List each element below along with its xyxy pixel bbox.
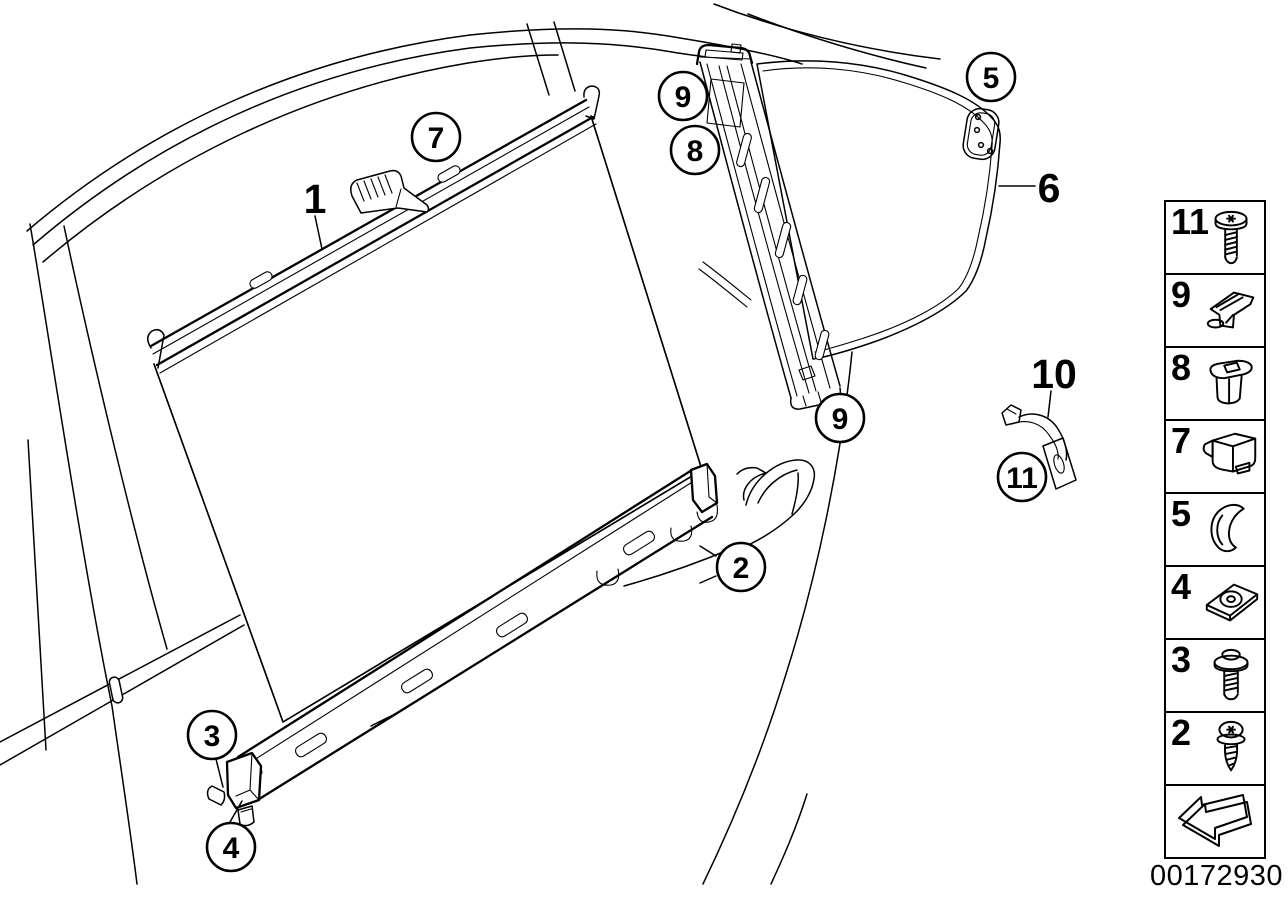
blind-pull-tab — [350, 169, 430, 214]
callout-9-lower[interactable]: 9 — [814, 392, 866, 444]
label-10[interactable]: 10 — [1031, 351, 1077, 397]
callout-11-label: 11 — [1006, 462, 1038, 495]
leader-2 — [699, 545, 717, 584]
callout-4[interactable]: 4 — [205, 821, 257, 873]
callout-2[interactable]: 2 — [715, 541, 767, 593]
legend-item-4-number: 4 — [1171, 566, 1192, 607]
callout-7[interactable]: 7 — [410, 111, 462, 163]
window-glass — [698, 60, 1001, 360]
legend-item-2[interactable]: 2 — [1164, 711, 1266, 786]
rail-end-cap-left — [206, 751, 263, 827]
legend-item-8-number: 8 — [1171, 347, 1192, 388]
washer-screw-icon — [1213, 648, 1249, 701]
callout-4-label: 4 — [223, 832, 240, 865]
callout-9-upper-label: 9 — [675, 81, 692, 114]
pan-head-screw-icon — [1214, 210, 1248, 265]
callout-8[interactable]: 8 — [669, 124, 721, 176]
legend-item-11-number: 11 — [1171, 201, 1210, 242]
blind-guide-rail-bottom — [206, 462, 719, 827]
callout-2-label: 2 — [733, 552, 750, 585]
drawing-number: 00172930 — [1150, 860, 1284, 892]
legend-item-3-number: 3 — [1171, 639, 1192, 680]
retaining-clip-icon — [1206, 291, 1255, 329]
window-guide-rail — [695, 43, 842, 410]
callout-9-lower-label: 9 — [832, 403, 849, 436]
legend-item-2-number: 2 — [1171, 712, 1192, 753]
holder-clip-icon — [1202, 432, 1257, 475]
hook-bracket — [1001, 404, 1077, 490]
direction-arrow-icon — [1178, 794, 1252, 847]
parts-legend: 11 9 8 — [1164, 200, 1266, 859]
belt-line-clip — [108, 676, 124, 704]
legend-direction-cell — [1164, 784, 1266, 859]
door-rear-edge — [702, 351, 853, 885]
legend-item-9-number: 9 — [1171, 274, 1192, 315]
callout-3-label: 3 — [204, 720, 221, 753]
callout-9-upper[interactable]: 9 — [657, 70, 709, 122]
legend-item-5-number: 5 — [1171, 493, 1192, 534]
callout-7-label: 7 — [428, 122, 445, 155]
roller-blind-cassette — [147, 85, 601, 374]
legend-item-5[interactable]: 5 — [1164, 492, 1266, 567]
legend-item-7-number: 7 — [1171, 420, 1192, 461]
legend-item-4[interactable]: 4 — [1164, 565, 1266, 640]
callout-5[interactable]: 5 — [965, 51, 1017, 103]
leader-lines — [215, 185, 1052, 823]
clamp-nut-icon — [1205, 583, 1259, 622]
leader-3 — [215, 758, 224, 788]
leader-10 — [1047, 390, 1052, 418]
label-6[interactable]: 6 — [1038, 165, 1061, 211]
door-front-edge — [27, 223, 168, 885]
tapping-screw-icon — [1216, 720, 1246, 772]
callout-11[interactable]: 11 — [996, 451, 1048, 503]
legend-item-8[interactable]: 8 — [1164, 346, 1266, 421]
legend-item-7[interactable]: 7 — [1164, 419, 1266, 494]
callout-8-label: 8 — [687, 135, 704, 168]
belt-line — [0, 614, 245, 766]
callout-5-label: 5 — [983, 62, 1000, 95]
expanding-nut-icon — [1209, 359, 1253, 405]
legend-item-11[interactable]: 11 — [1164, 200, 1266, 275]
cover-hook-icon — [1210, 503, 1245, 553]
legend-item-3[interactable]: 3 — [1164, 638, 1266, 713]
leader-1 — [314, 215, 323, 250]
legend-item-9[interactable]: 9 — [1164, 273, 1266, 348]
callout-3[interactable]: 3 — [186, 709, 238, 761]
leader-4 — [229, 800, 243, 823]
rail-end-cap-right — [689, 462, 719, 523]
glass-mount-plate — [962, 107, 1000, 161]
label-1[interactable]: 1 — [304, 176, 327, 222]
